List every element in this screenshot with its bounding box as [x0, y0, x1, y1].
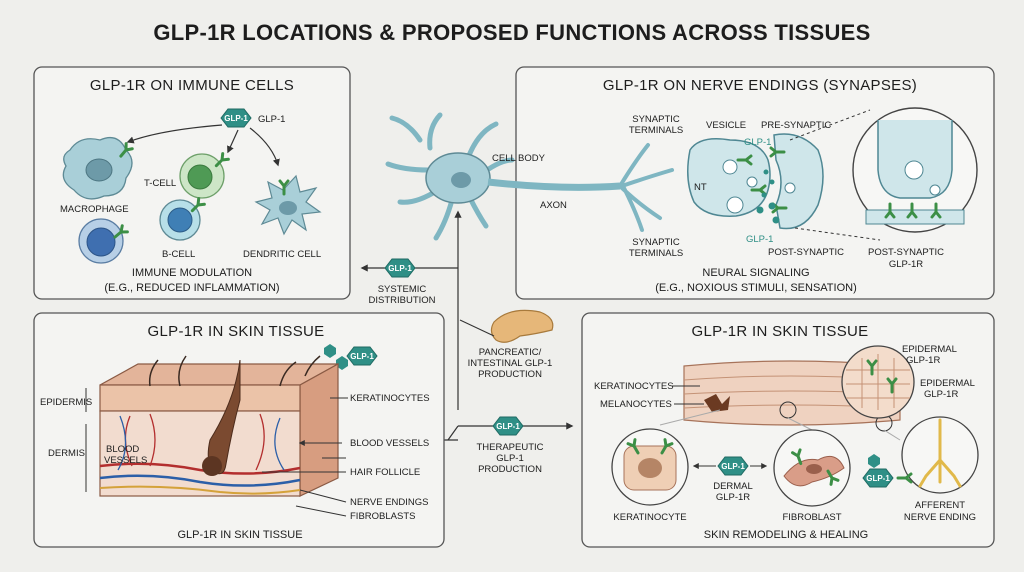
bcell-label: B-CELL: [162, 249, 195, 260]
systemic-label-2: DISTRIBUTION: [368, 295, 435, 306]
post-synaptic-r-label-2: GLP-1R: [889, 259, 923, 270]
melanocytes-label: MELANOCYTES: [600, 399, 672, 410]
main-title: GLP-1R LOCATIONS & PROPOSED FUNCTIONS AC…: [153, 20, 870, 45]
macrophage-cell: [62, 136, 134, 200]
immune-caption-1: IMMUNE MODULATION: [132, 267, 252, 279]
pancreatic-label-1: PANCREATIC/: [479, 347, 542, 358]
immune-caption-2: (E.G., REDUCED INFLAMMATION): [104, 282, 279, 294]
nerve-endings-label: NERVE ENDINGS: [350, 497, 428, 508]
synapse-zoom-inset: [852, 107, 978, 233]
afferent-label-1: AFFERENT: [915, 500, 965, 511]
pre-synaptic-label: PRE-SYNAPTIC: [761, 120, 831, 131]
blood-vessels-left-2: VESSELS: [104, 455, 147, 466]
skin-right-caption: SKIN REMODELING & HEALING: [704, 529, 868, 541]
glp1-hex-label: GLP-1: [224, 114, 248, 123]
dendritic-cell: [254, 174, 322, 236]
nerve-title: GLP-1R ON NERVE ENDINGS (SYNAPSES): [603, 77, 917, 94]
syn-terminals-bot-2: TERMINALS: [629, 248, 683, 259]
axon-label: AXON: [540, 200, 567, 211]
glp1-b-label: GLP-1: [746, 234, 773, 245]
vesicle-label: VESICLE: [706, 120, 746, 131]
syn-terminals-top-1: SYNAPTIC: [632, 114, 680, 125]
panel-skin-left: GLP-1R IN SKIN TISSUE GLP-1 EPIDERMIS DE…: [33, 312, 445, 548]
macrophage-label: MACROPHAGE: [60, 204, 129, 215]
dermal-label-a: DERMAL: [713, 481, 753, 492]
immune-title: GLP-1R ON IMMUNE CELLS: [90, 77, 294, 94]
glp1-badge-afferent-label: GLP-1: [866, 474, 890, 483]
glp1-a-label: GLP-1: [744, 137, 771, 148]
glp1-badge-skin-left: GLP-1: [346, 346, 378, 366]
hair-follicle-label: HAIR FOLLICLE: [350, 467, 420, 478]
post-synaptic-label: POST-SYNAPTIC: [768, 247, 844, 258]
post-synaptic-r-label-1: POST-SYNAPTIC: [868, 247, 944, 258]
nerve-caption-2: (E.G., NOXIOUS STIMULI, SENSATION): [655, 282, 857, 294]
t-cell: [179, 152, 230, 199]
keratinocyte-zoom-inset: [611, 428, 689, 506]
syn-terminals-bot-1: SYNAPTIC: [632, 237, 680, 248]
epidermal-1-a: EPIDERMAL: [902, 344, 957, 355]
afferent-nerve-inset: [901, 416, 979, 494]
tcell-label: T-CELL: [144, 178, 176, 189]
blood-vessels-right-label: BLOOD VESSELS: [350, 438, 429, 449]
nt-molecules: [756, 169, 780, 224]
post-synaptic-terminal: [769, 133, 824, 230]
keratinocytes-top-label: KERATINOCYTES: [594, 381, 674, 392]
pre-synaptic-terminal: [687, 138, 771, 217]
panel-skin-right: GLP-1R IN SKIN TISSUE KERATINOCYTES MELA…: [581, 312, 995, 548]
center-neuron: [385, 112, 674, 241]
afferent-label-2: NERVE ENDING: [904, 512, 976, 523]
glp1-badge-therapeutic: GLP-1: [492, 416, 524, 436]
epidermal-1-b: GLP-1R: [906, 355, 940, 366]
epidermis-label: EPIDERMIS: [40, 397, 92, 408]
glp1-badge-therapeutic-label: GLP-1: [496, 422, 520, 431]
epidermal-zoom-inset: [841, 345, 915, 419]
nerve-caption-1: NEURAL SIGNALING: [702, 267, 809, 279]
therapeutic-label-2: GLP-1: [496, 453, 523, 464]
pancreatic-label-2: INTESTINAL GLP-1: [468, 358, 553, 369]
glp1-hexagon: GLP-1: [220, 108, 252, 128]
panel-immune-cells: GLP-1R ON IMMUNE CELLS GLP-1 GLP-1 MACRO…: [33, 66, 351, 300]
syn-terminals-top-2: TERMINALS: [629, 125, 683, 136]
systemic-label-1: SYSTEMIC: [378, 284, 427, 295]
skin-left-title: GLP-1R IN SKIN TISSUE: [148, 323, 325, 340]
keratinocyte-label: KERATINOCYTE: [613, 512, 686, 523]
glp1-badge-skin-left-label: GLP-1: [350, 352, 374, 361]
fibroblast-zoom-inset: [773, 429, 851, 507]
fibroblast-label: FIBROBLAST: [782, 512, 841, 523]
keratinocytes-left-label: KERATINOCYTES: [350, 393, 430, 404]
epidermal-2-b: GLP-1R: [924, 389, 958, 400]
pancreatic-label-3: PRODUCTION: [478, 369, 542, 380]
glp1-badge-afferent: GLP-1: [862, 468, 894, 488]
fibroblasts-left-label: FIBROBLASTS: [350, 511, 415, 522]
epidermal-2-a: EPIDERMAL: [920, 378, 975, 389]
pancreas-organ: [490, 309, 554, 343]
therapeutic-label-3: PRODUCTION: [478, 464, 542, 475]
cell-body-label: CELL BODY: [492, 153, 546, 164]
dermal-label-b: GLP-1R: [716, 492, 750, 503]
dendritic-label: DENDRITIC CELL: [243, 249, 321, 260]
blood-vessels-left-1: BLOOD: [106, 444, 139, 455]
glp1-badge-systemic: GLP-1: [384, 258, 416, 278]
skin-left-caption: GLP-1R IN SKIN TISSUE: [177, 529, 302, 541]
b-cell-2: [159, 197, 206, 241]
skin-cross-section: [99, 355, 339, 497]
glp1-badge-dermal: GLP-1: [717, 456, 749, 476]
glp1-badge-systemic-label: GLP-1: [388, 264, 412, 273]
b-cell: [78, 218, 129, 264]
therapeutic-label-1: THERAPEUTIC: [476, 442, 543, 453]
glp1-badge-dermal-label: GLP-1: [721, 462, 745, 471]
nt-label: NT: [694, 182, 707, 193]
panel-nerve-endings: GLP-1R ON NERVE ENDINGS (SYNAPSES) VESIC…: [515, 66, 995, 300]
glp1-label: GLP-1: [258, 114, 285, 125]
skin-right-title: GLP-1R IN SKIN TISSUE: [692, 323, 869, 340]
dermis-label: DERMIS: [48, 448, 85, 459]
